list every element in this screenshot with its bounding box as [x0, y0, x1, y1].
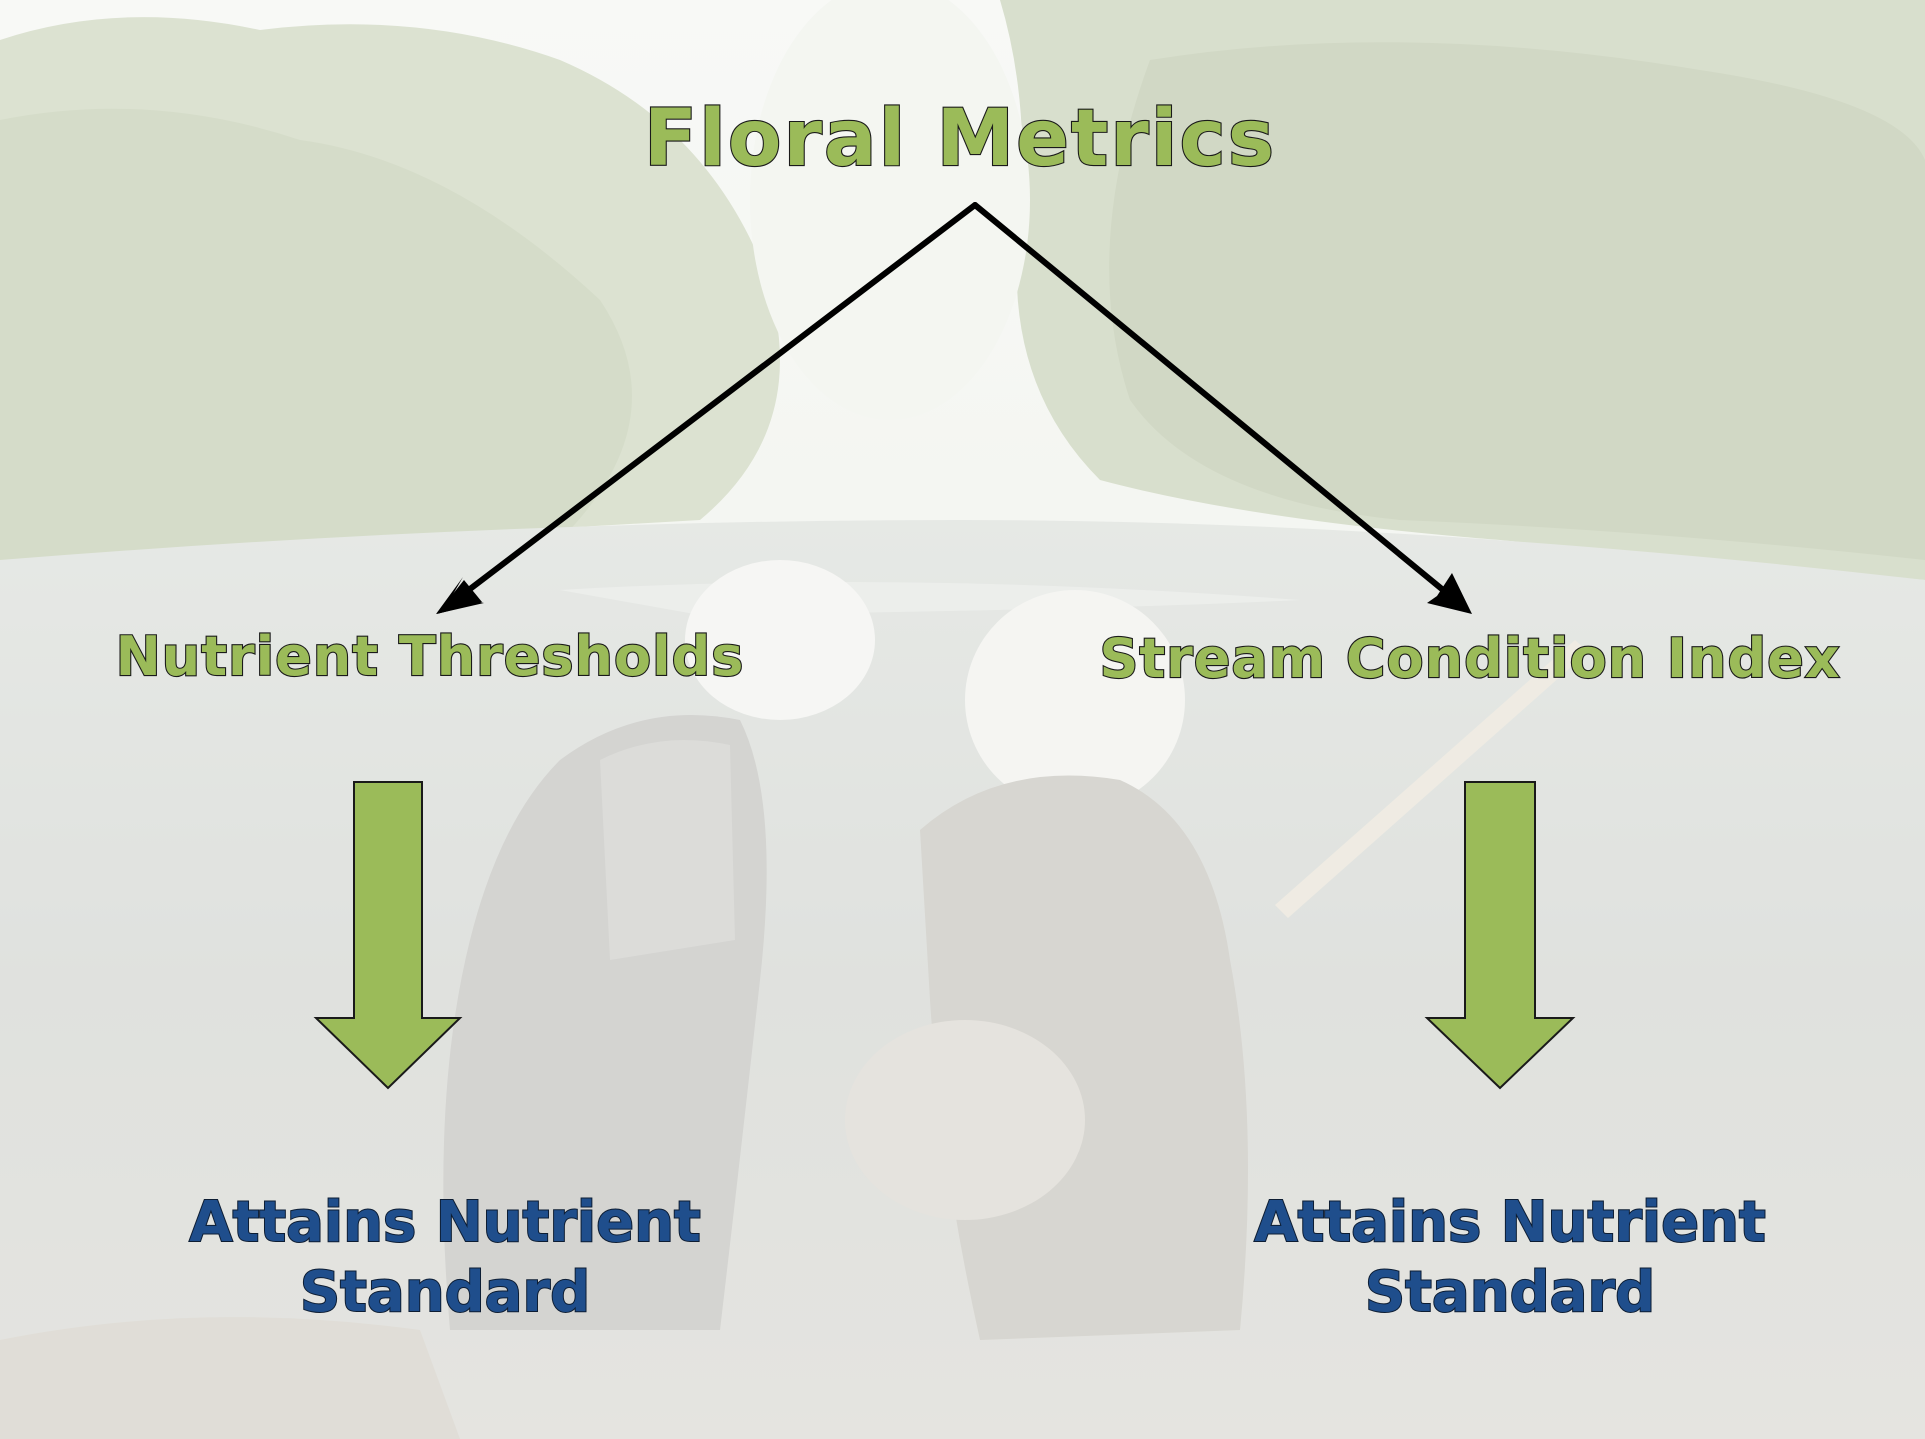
node-nutrient-thresholds: Nutrient Thresholds	[114, 625, 745, 688]
node-stream-condition-index: Stream Condition Index	[1098, 627, 1841, 690]
outcome-left: Attains Nutrient Standard	[120, 1188, 770, 1328]
outcome-left-line2: Standard	[299, 1259, 591, 1326]
outcome-left-line1: Attains Nutrient	[188, 1189, 702, 1256]
outcome-right-line2: Standard	[1364, 1259, 1656, 1326]
outcome-right-line1: Attains Nutrient	[1253, 1189, 1767, 1256]
outcome-right: Attains Nutrient Standard	[1185, 1188, 1835, 1328]
diagram-title: Floral Metrics	[643, 94, 1277, 184]
